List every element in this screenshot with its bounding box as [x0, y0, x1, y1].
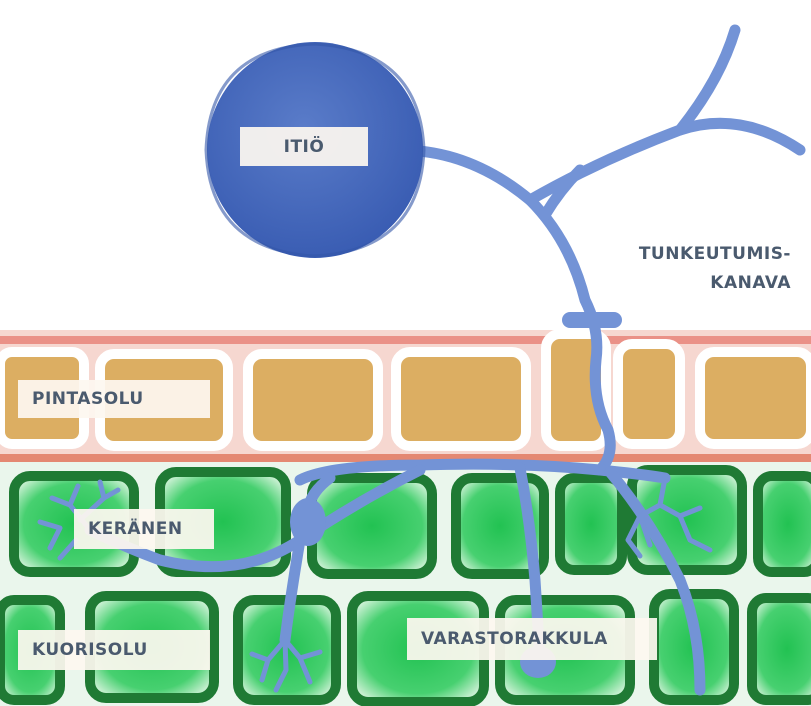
penetration-label-line1: TUNKEUTUMIS-	[639, 240, 791, 269]
epidermis-label: PINTASOLU	[18, 380, 210, 418]
penetration-label-line2: KANAVA	[639, 269, 791, 298]
arbuscule-label: KERÄNEN	[74, 509, 214, 549]
vesicle-left	[290, 498, 326, 546]
cortex-label: KUORISOLU	[18, 630, 210, 670]
appressorium	[562, 312, 622, 328]
penetration-channel-label: TUNKEUTUMIS- KANAVA	[639, 240, 791, 298]
spore-label: ITIÖ	[240, 127, 368, 166]
hypha-branch-top	[680, 30, 735, 130]
vesicle-label: VARASTORAKKULA	[407, 618, 657, 660]
